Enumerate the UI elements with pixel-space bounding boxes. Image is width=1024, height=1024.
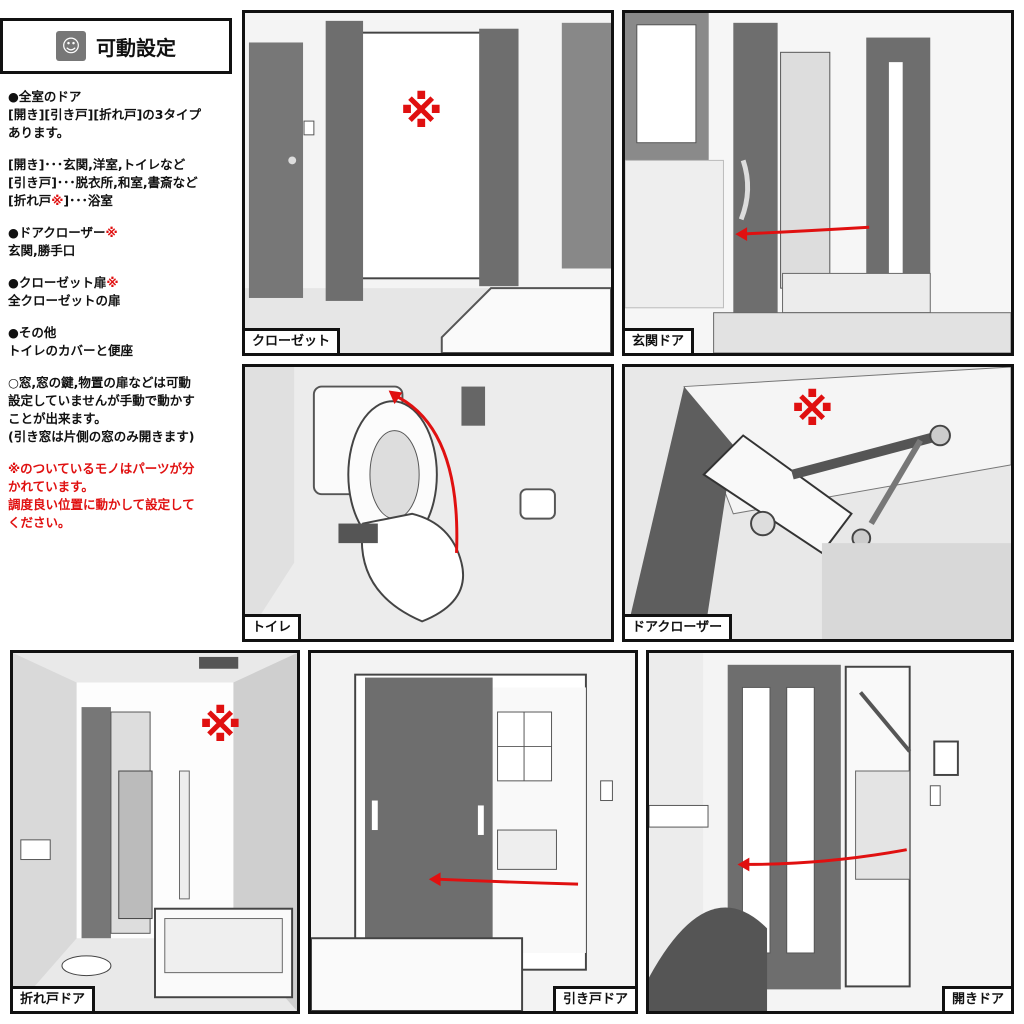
folding-door-illustration xyxy=(13,653,297,1011)
caption-door-closer: ドアクローザー xyxy=(625,614,733,639)
caption-entrance-door: 玄関ドア xyxy=(625,328,695,353)
toilet-illustration xyxy=(245,367,611,639)
movable-marker: ※ xyxy=(400,87,443,138)
caption-toilet: トイレ xyxy=(245,614,302,639)
note-doors: ●全室のドア [開き][引き戸][折れ戸]の3タイプ あります。 xyxy=(8,89,201,140)
hinged-door-illustration xyxy=(649,653,1011,1011)
sliding-door-illustration xyxy=(311,653,635,1011)
closet-illustration xyxy=(245,13,611,353)
panel-hinged-door: 開きドア xyxy=(646,650,1014,1014)
movable-marker: ※ xyxy=(791,385,834,436)
note-other: ●その他 トイレのカバーと便座 xyxy=(8,325,134,358)
caption-closet: クローゼット xyxy=(245,328,341,353)
caption-sliding-door: 引き戸ドア xyxy=(552,986,635,1011)
door-closer-illustration xyxy=(625,367,1011,639)
title-text: 可動設定 xyxy=(96,35,176,60)
panel-entrance-door: 玄関ドア xyxy=(622,10,1014,356)
note-window: ○窓,窓の鍵,物置の扉などは可動 設定していませんが手動で動かす ことが出来ます… xyxy=(8,375,195,444)
notes: ●全室のドア [開き][引き戸][折れ戸]の3タイプ あります。 [開き]･･･… xyxy=(8,88,234,546)
movable-marker: ※ xyxy=(199,701,242,752)
panel-toilet: トイレ xyxy=(242,364,614,642)
page-title: ☺ 可動設定 xyxy=(0,18,232,74)
caption-hinged-door: 開きドア xyxy=(941,986,1011,1011)
panel-sliding-door: 引き戸ドア xyxy=(308,650,638,1014)
note-closet: ●クローゼット扉※ 全クローゼットの扉 xyxy=(8,275,121,308)
caption-folding-door: 折れ戸ドア xyxy=(13,986,96,1011)
note-door-closer: ●ドアクローザー※ 玄関,勝手口 xyxy=(8,225,118,258)
mascot-icon: ☺ xyxy=(56,31,86,61)
entrance-illustration xyxy=(625,13,1011,353)
panel-folding-door: ※ 折れ戸ドア xyxy=(10,650,300,1014)
note-door-types: [開き]･･･玄関,洋室,トイレなど [引き戸]･･･脱衣所,和室,書斎など [… xyxy=(8,157,198,208)
note-warning: ※のついているモノはパーツが分 かれています。 調度良い位置に動かして設定して … xyxy=(8,461,195,530)
panel-door-closer: ※ ドアクローザー xyxy=(622,364,1014,642)
panel-closet: ※ クローゼット xyxy=(242,10,614,356)
